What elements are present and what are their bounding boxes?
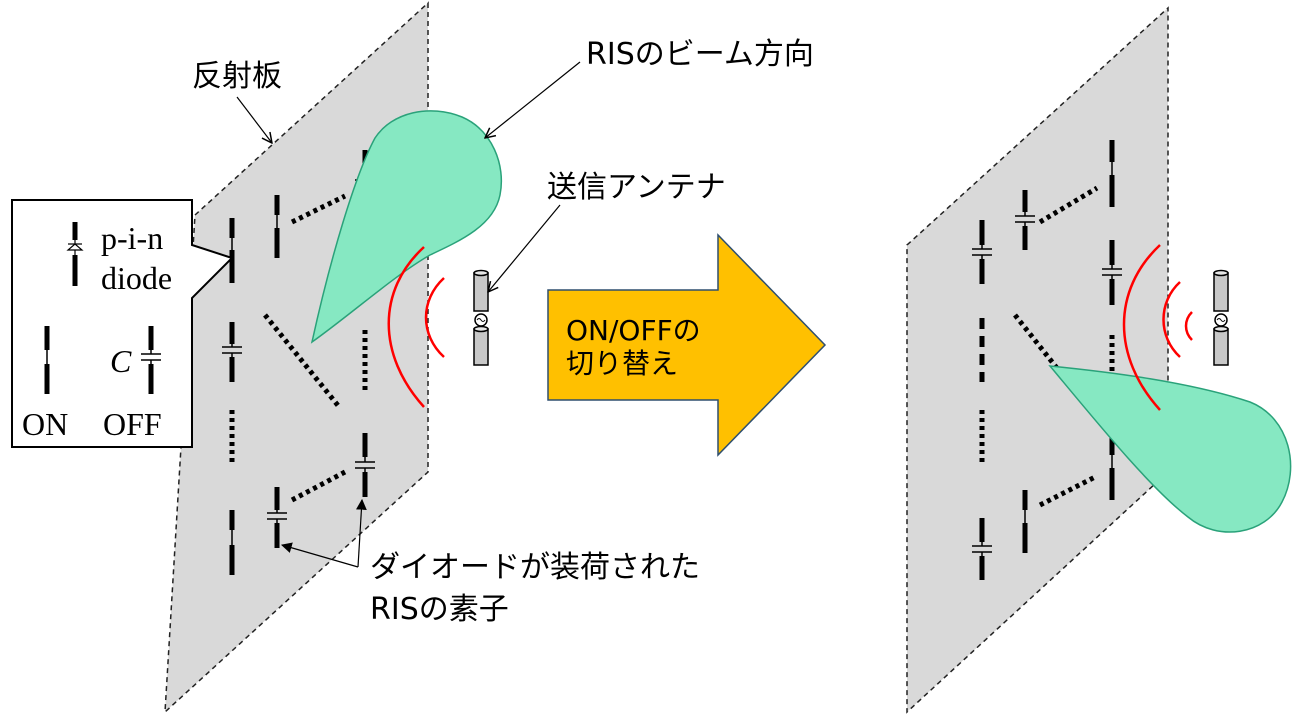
reflector-label: 反射板: [192, 59, 282, 94]
row-ellipsis: [1038, 473, 1099, 508]
ris-element-off: [267, 487, 287, 548]
beam-pointer: [485, 61, 581, 138]
row-ellipsis: [1038, 185, 1099, 225]
switch-label-line2: 切り替え: [566, 347, 679, 381]
ris-element-off: [972, 518, 992, 580]
legend-capacitor-label: C: [110, 343, 132, 379]
tx-antenna-label: 送信アンテナ: [547, 170, 726, 205]
diagonal-ellipsis: [263, 313, 342, 410]
beam-right: [1048, 365, 1292, 533]
radio-waves-left: [387, 246, 445, 408]
off-symbol: [141, 326, 161, 394]
ris-elements-right: [972, 140, 1122, 580]
switch-arrow: [547, 233, 827, 457]
antenna-right: [1213, 269, 1229, 366]
legend-pin-line2: diode: [101, 260, 173, 296]
switch-label: ON/OFFの 切り替え: [566, 314, 701, 380]
diode-symbol: [66, 222, 84, 286]
row-ellipsis: [290, 193, 347, 225]
antenna-left: [473, 269, 489, 366]
element-label-line2: RISの素子: [370, 592, 509, 627]
legend-off-label: OFF: [103, 406, 162, 442]
legend-on-label: ON: [22, 406, 69, 442]
ris-element-off: [222, 322, 242, 382]
radio-waves-right: [1122, 244, 1193, 411]
reflector-panel-right: [906, 6, 1169, 714]
element-label-line1: ダイオードが装荷された: [370, 550, 700, 585]
ris-element-off: [1015, 190, 1035, 250]
switch-label-line1: ON/OFFの: [566, 314, 701, 347]
annotation-pointers: [236, 61, 581, 568]
ris-element-off: [1102, 240, 1122, 305]
element-pointer-1: [280, 542, 359, 568]
legend-pin-line1: p-i-n: [101, 220, 164, 256]
beam-direction-label: RISのビーム方向: [586, 37, 814, 72]
ris-element-off: [355, 433, 375, 497]
row-ellipsis: [290, 469, 347, 503]
element-pointer-2: [356, 498, 367, 568]
legend-box: [11, 199, 234, 448]
beam-left: [310, 110, 503, 344]
ris-element-off: [972, 220, 992, 284]
antenna-pointer: [488, 204, 561, 292]
reflector-pointer: [236, 96, 272, 143]
ris-elements-left: [222, 150, 375, 575]
